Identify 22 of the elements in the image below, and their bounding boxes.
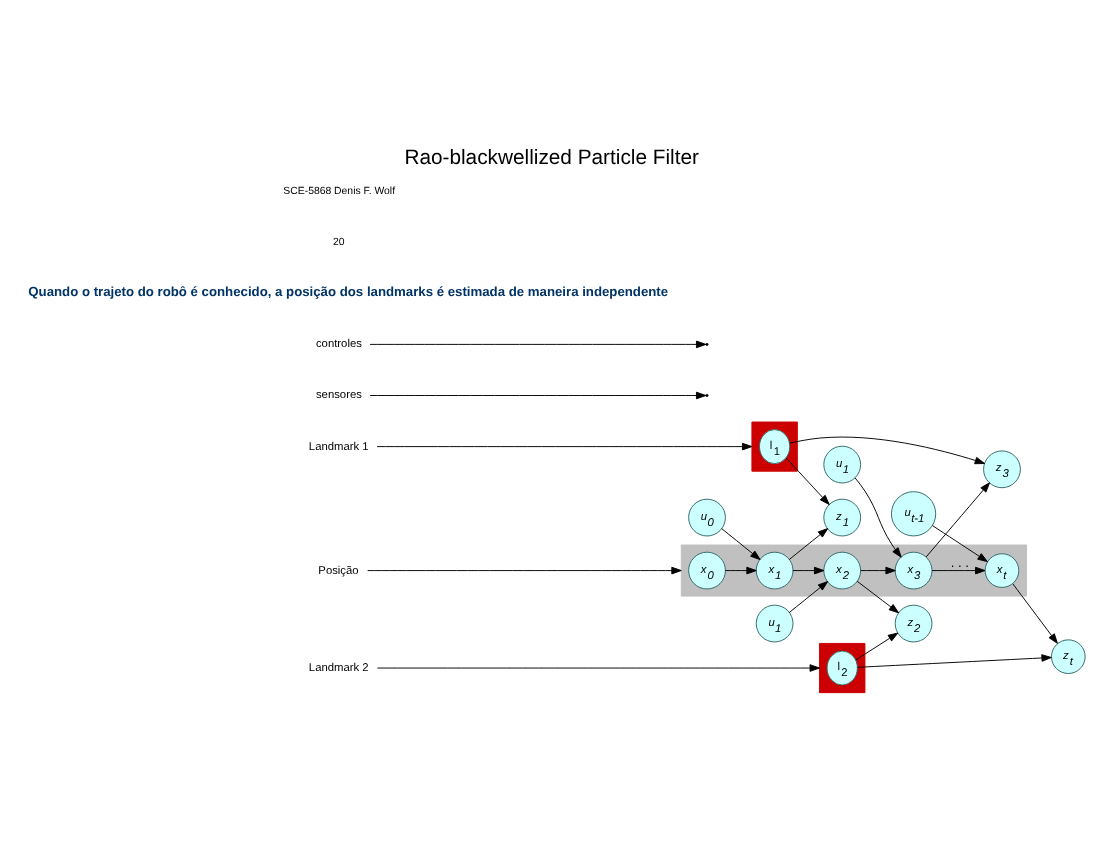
arrow bbox=[792, 566, 825, 575]
arrow bbox=[931, 525, 988, 563]
cluster bbox=[819, 642, 866, 694]
arrow bbox=[931, 566, 986, 575]
arrow bbox=[721, 528, 761, 561]
arrow bbox=[788, 581, 829, 614]
arrow bbox=[376, 664, 820, 672]
arrow bbox=[857, 654, 1052, 668]
arrow bbox=[854, 477, 902, 558]
arrow bbox=[367, 566, 682, 575]
arrow bbox=[925, 482, 991, 558]
arrow bbox=[1012, 583, 1058, 644]
diagram-title: Rao-blackwellized Particle Filter bbox=[404, 148, 699, 171]
arrow bbox=[785, 457, 830, 505]
arrow bbox=[376, 442, 753, 451]
arrow bbox=[856, 580, 900, 614]
arrow bbox=[724, 566, 757, 575]
arrow bbox=[855, 632, 899, 661]
arrow bbox=[788, 528, 829, 561]
arrow bbox=[860, 566, 896, 575]
arrow bbox=[789, 436, 986, 465]
cluster bbox=[751, 421, 798, 472]
